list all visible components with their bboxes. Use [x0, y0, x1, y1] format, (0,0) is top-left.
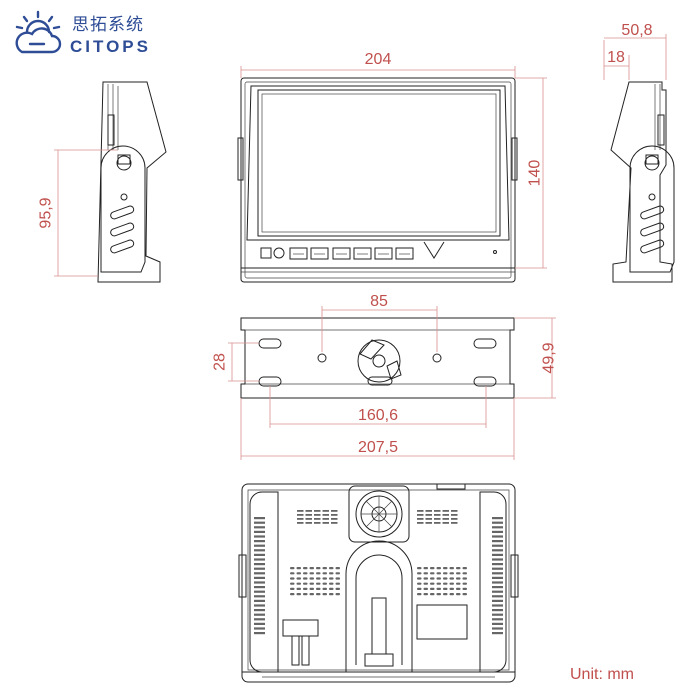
- rear-vent-right: [492, 517, 503, 635]
- unit-label: Unit: mm: [570, 666, 634, 683]
- dim-bracket-height-left: 95,9: [38, 197, 55, 228]
- left-side-view: [54, 81, 167, 283]
- dim-front-height: 140: [527, 160, 544, 187]
- brand-name-english: CITOPS: [70, 37, 151, 56]
- cloud-sun-icon: [15, 10, 62, 54]
- dim-front-width: 204: [365, 51, 392, 68]
- brand-name-chinese: 思拓系统: [72, 15, 144, 35]
- rear-vent-top: [297, 510, 458, 524]
- bracket-view: [228, 306, 556, 460]
- dim-bracket-hole-spacing: 85: [370, 293, 388, 310]
- front-buttons: [289, 247, 414, 260]
- rear-vent-left: [254, 517, 265, 635]
- dim-bracket-width: 207,5: [358, 439, 398, 456]
- front-view: [237, 66, 547, 283]
- rear-view: [238, 483, 519, 683]
- dim-bracket-slot-spacing: 28: [212, 353, 229, 371]
- right-side-view: [603, 34, 675, 283]
- dim-side-offset: 18: [607, 49, 625, 66]
- rear-speaker-grids: [290, 567, 467, 596]
- dim-side-depth: 50,8: [621, 22, 652, 39]
- dim-bracket-height: 49,9: [541, 342, 558, 373]
- dim-bracket-slot-width: 160,6: [358, 407, 398, 424]
